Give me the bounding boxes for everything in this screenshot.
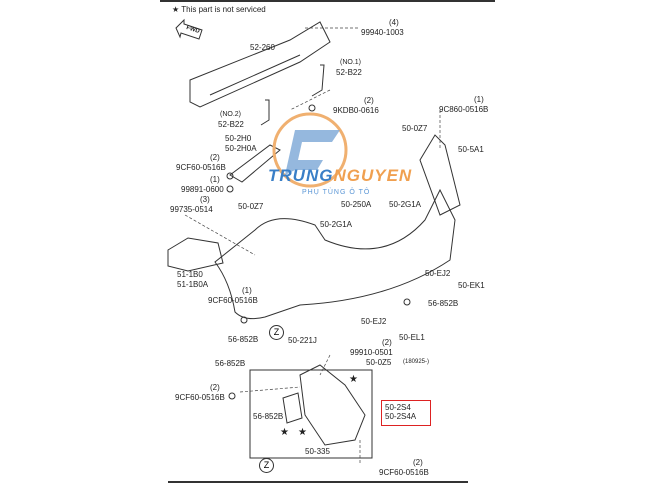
position-label: (NO.1): [340, 59, 361, 66]
position-label: (NO.2): [220, 111, 241, 118]
star-icon: ★: [172, 5, 180, 14]
qty-label: (1): [474, 95, 484, 104]
watermark-brand: TRUNGNGUYEN: [268, 166, 412, 186]
reflector-lamp: [167, 237, 224, 272]
part-label[interactable]: 50-0Z5: [366, 358, 392, 367]
watermark-subtitle: PHỤ TÙNG Ô TÔ: [302, 189, 371, 196]
qty-label: (3): [200, 195, 210, 204]
part-label[interactable]: 9CF60-0516B: [176, 163, 226, 172]
star-icon: ★: [298, 427, 307, 438]
part-label[interactable]: 50-EK1: [458, 281, 485, 290]
qty-label: (1): [210, 175, 220, 184]
part-label[interactable]: 56-852B: [228, 335, 259, 344]
bracket-no2: [260, 99, 270, 126]
part-label[interactable]: 99891-0600: [181, 185, 224, 194]
qty-label: (2): [382, 338, 392, 347]
part-label[interactable]: 50-EL1: [399, 333, 425, 342]
part-label[interactable]: 50-5A1: [458, 145, 484, 154]
part-label[interactable]: 99735-0514: [170, 205, 213, 214]
part-label[interactable]: 56-852B: [215, 359, 246, 368]
not-serviced-note: ★ This part is not serviced: [172, 5, 266, 14]
part-label[interactable]: 99940-1003: [361, 28, 404, 37]
header-rule: [160, 0, 495, 2]
part-label-highlighted[interactable]: 50-2S4: [385, 403, 411, 412]
star-icon: ★: [280, 427, 289, 438]
watermark-logo: [240, 100, 410, 195]
footer-rule: [168, 481, 468, 483]
grille-insert: [282, 392, 303, 424]
part-label[interactable]: 9C860-0516B: [439, 105, 489, 114]
part-label[interactable]: 9CF60-0516B: [175, 393, 225, 402]
highlight-box: [381, 400, 431, 426]
part-label[interactable]: 50-335: [305, 447, 330, 456]
part-label[interactable]: 51-1B0: [177, 270, 203, 279]
part-label[interactable]: 56-852B: [428, 299, 459, 308]
part-label[interactable]: 52-260: [250, 43, 275, 52]
part-label[interactable]: 50-2H0: [225, 134, 252, 143]
star-icon: ★: [349, 374, 358, 385]
part-label[interactable]: 50-EJ2: [361, 317, 387, 326]
part-label[interactable]: 50-2G1A: [320, 220, 353, 229]
part-label[interactable]: 99910-0501: [350, 348, 393, 357]
part-label-highlighted[interactable]: 50-2S4A: [385, 412, 417, 421]
brand-part-b: NGUYEN: [333, 166, 413, 185]
trungnguyen-logo-icon: [272, 112, 348, 188]
part-label[interactable]: 56-852B: [253, 412, 284, 421]
bracket-50-2h0: [229, 144, 281, 183]
splash-shield: [299, 364, 366, 446]
note-text: This part is not serviced: [181, 5, 266, 14]
part-label[interactable]: 50-250A: [341, 200, 372, 209]
qty-label: (2): [210, 153, 220, 162]
part-label[interactable]: 9KDB0-0616: [333, 106, 379, 115]
part-label[interactable]: 50-2G1A: [389, 200, 422, 209]
reinforcement-beam: [189, 21, 331, 108]
date-note: (180925-): [403, 359, 430, 365]
part-label[interactable]: 9CF60-0516B: [208, 296, 258, 305]
part-label[interactable]: 51-1B0A: [177, 280, 209, 289]
view-z-marker: Z: [259, 458, 274, 473]
qty-label: (2): [364, 96, 374, 105]
brand-part-a: TRUNG: [268, 166, 334, 185]
part-label[interactable]: 50-2H0A: [225, 144, 257, 153]
fwd-arrow-icon: [175, 18, 203, 40]
bracket-no1: [311, 64, 325, 97]
part-label[interactable]: 50-0Z7: [238, 202, 264, 211]
qty-label: (1): [242, 286, 252, 295]
part-label[interactable]: 52-B22: [336, 68, 362, 77]
part-label[interactable]: 50-0Z7: [402, 124, 428, 133]
part-label[interactable]: 50-221J: [288, 336, 317, 345]
qty-label: (4): [389, 18, 399, 27]
side-bracket: [419, 134, 461, 216]
qty-label: (2): [210, 383, 220, 392]
view-z-marker: Z: [269, 325, 284, 340]
rear-bumper: [214, 188, 456, 320]
qty-label: (2): [413, 458, 423, 467]
part-label[interactable]: 9CF60-0516B: [379, 468, 429, 477]
part-label[interactable]: 50-EJ2: [425, 269, 451, 278]
part-label[interactable]: 52-B22: [218, 120, 244, 129]
